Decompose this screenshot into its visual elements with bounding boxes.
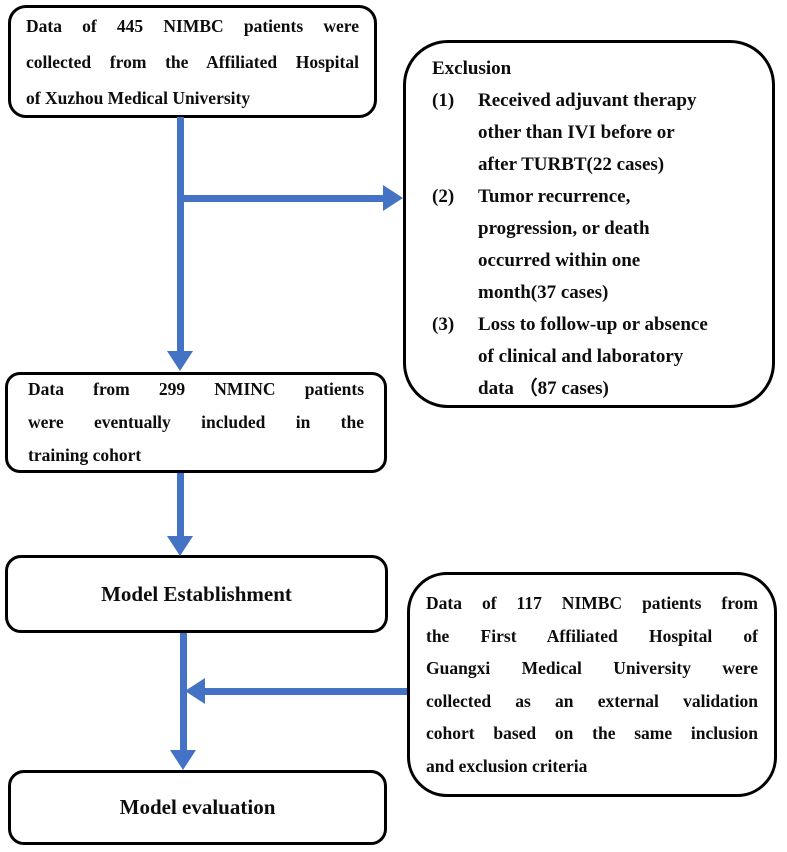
text-line: cohort based on the same inclusion	[426, 723, 758, 743]
text-line: were eventually included in the	[28, 412, 364, 432]
exclusion-item: (1) Received adjuvant therapy other than I…	[432, 85, 758, 181]
exclusion-item-text: Received adjuvant therapy other than IVI …	[478, 85, 758, 181]
text-line: Loss to follow-up or absence	[478, 314, 708, 335]
text-line: the First Affiliated Hospital of	[426, 625, 758, 646]
text-line: progression, or death	[478, 218, 650, 239]
text-line: occurred within one	[478, 250, 641, 271]
text-line: data （87 cases)	[478, 378, 609, 399]
model-evaluation-label: Model evaluation	[119, 795, 276, 819]
text-line: Guangxi Medical University were	[426, 658, 758, 678]
box-model-evaluation: Model evaluation	[8, 770, 387, 845]
text-line: of Xuzhou Medical University	[26, 87, 251, 108]
text-line: Data of 117 NIMBC patients from	[426, 593, 758, 613]
text-line: month(37 cases)	[478, 282, 609, 303]
arrow-to-exclusion-shaft	[180, 195, 384, 202]
arrow-establishment-to-evaluation-shaft	[180, 633, 187, 751]
exclusion-item: (2) Tumor recurrence, progression, or deat…	[432, 181, 758, 309]
exclusion-title: Exclusion	[432, 58, 512, 79]
arrow-down-icon	[170, 750, 196, 770]
box-model-establishment: Model Establishment	[5, 555, 388, 633]
exclusion-item-number: (3)	[432, 314, 455, 335]
arrow-right-icon	[383, 185, 403, 211]
box-exclusion-criteria: Exclusion (1) Received adjuvant therapy ot…	[403, 40, 775, 408]
text-line: collected as an external validation	[426, 690, 758, 711]
text-line: collected from the Affiliated Hospital	[26, 51, 359, 72]
text-line: and exclusion criteria	[426, 755, 588, 776]
text-line: Tumor recurrence,	[478, 186, 631, 207]
arrow-down-icon	[167, 536, 193, 556]
box-training-cohort: Data from 299 NMINC patients were eventua…	[5, 372, 387, 473]
exclusion-item-number: (2)	[432, 186, 455, 207]
text-line: other than IVI before or	[478, 122, 675, 143]
exclusion-item: (3) Loss to follow-up or absence of clinic…	[432, 309, 758, 405]
text-line: of clinical and laboratory	[478, 346, 684, 367]
exclusion-item-text: Loss to follow-up or absence of clinical …	[478, 309, 758, 405]
box-validation-cohort: Data of 117 NIMBC patients from the First…	[407, 572, 777, 797]
exclusion-item-number: (1)	[432, 90, 455, 111]
exclusion-item-text: Tumor recurrence, progression, or death oc…	[478, 181, 758, 309]
text-line: Data from 299 NMINC patients	[28, 379, 364, 399]
box-source-cohort: Data of 445 NIMBC patients were collected…	[8, 5, 377, 118]
arrow-down-icon	[167, 351, 193, 371]
arrow-validation-to-evaluation-shaft	[205, 688, 407, 695]
arrow-left-icon	[185, 678, 205, 704]
text-line: Received adjuvant therapy	[478, 90, 697, 111]
text-line: after TURBT(22 cases)	[478, 154, 665, 175]
model-establishment-label: Model Establishment	[101, 581, 292, 606]
arrow-source-to-training-shaft	[177, 117, 184, 352]
exclusion-list: (1) Received adjuvant therapy other than I…	[432, 85, 758, 405]
arrow-training-to-establishment-shaft	[177, 473, 184, 537]
text-line: Data of 445 NIMBC patients were	[26, 15, 359, 36]
text-line: training cohort	[28, 445, 142, 465]
